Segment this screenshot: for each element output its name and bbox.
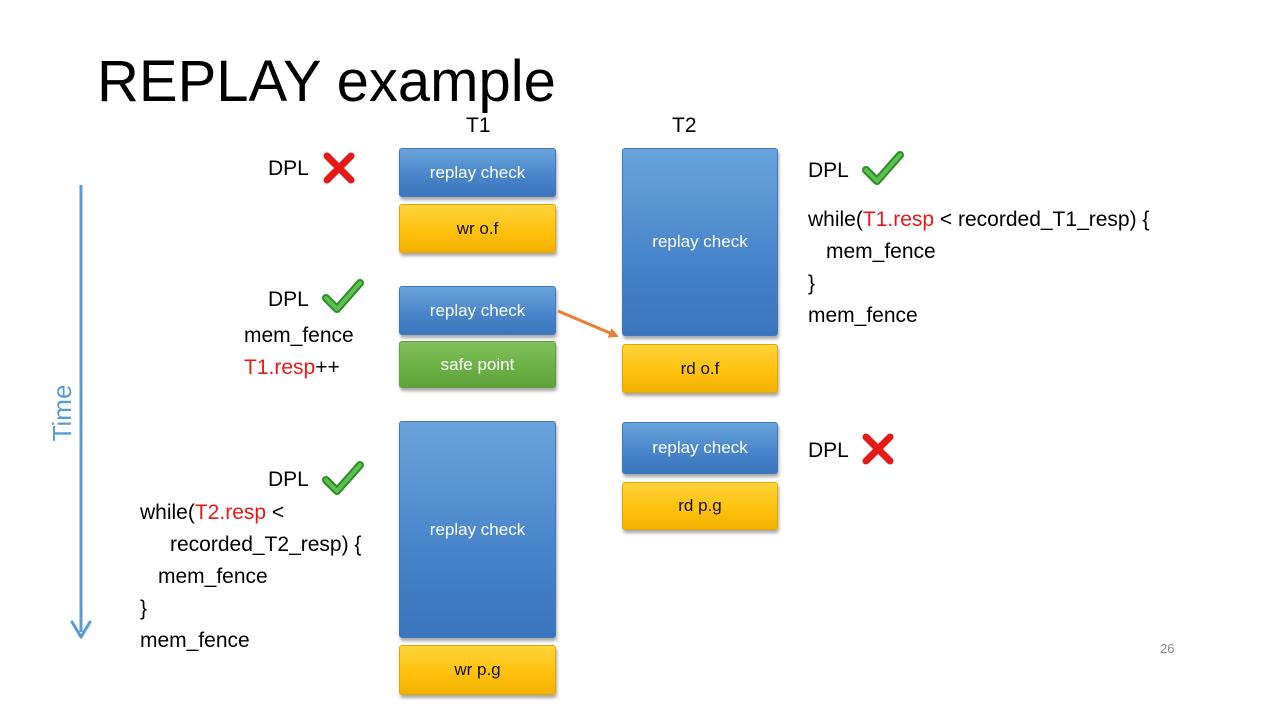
t1-safe-point-label: safe point bbox=[440, 354, 515, 374]
t1-replay-check-label: replay check bbox=[429, 162, 526, 182]
cross-icon bbox=[862, 433, 894, 465]
t1-resp-highlight: T1.resp bbox=[862, 208, 935, 231]
while-keyword: while( bbox=[808, 208, 863, 231]
t1-write-of-label: wr o.f bbox=[456, 218, 499, 238]
left-dpl-label: DPL bbox=[268, 468, 309, 491]
left-close-brace: } bbox=[140, 597, 148, 620]
left-dpl-label: DPL bbox=[268, 157, 309, 180]
page-number: 26 bbox=[1160, 641, 1175, 656]
t2-resp-highlight: T2.resp bbox=[194, 501, 267, 524]
left-dpl-label: DPL bbox=[268, 288, 309, 311]
t2-replay-check-label: replay check bbox=[652, 232, 748, 251]
t1-resp-highlight: T1.resp bbox=[244, 356, 316, 379]
left-while-line: while(T2.resp < bbox=[140, 497, 284, 529]
t1-replay-check-box: replay check bbox=[399, 148, 556, 197]
right-mem-fence-text: mem_fence bbox=[808, 304, 918, 327]
left-mem-fence-text: mem_fence bbox=[244, 324, 354, 347]
right-while-line: while(T1.resp < recorded_T1_resp) { bbox=[808, 204, 1149, 236]
right-loop-mem-fence: mem_fence bbox=[826, 240, 936, 263]
t2-read-pg-label: rd p.g bbox=[678, 496, 722, 515]
t2-replay-check-label: replay check bbox=[652, 438, 748, 457]
slide-title: REPLAY example bbox=[97, 49, 556, 114]
t1-replay-check-tall-box: replay check bbox=[399, 421, 556, 638]
cross-icon bbox=[323, 152, 355, 184]
t1-write-pg-label: wr p.g bbox=[454, 660, 501, 679]
t1-replay-check-label: replay check bbox=[429, 300, 526, 320]
t2-read-pg-box: rd p.g bbox=[622, 482, 778, 530]
t1-write-pg-box: wr p.g bbox=[399, 645, 556, 695]
left-recorded-line: recorded_T2_resp) { bbox=[170, 533, 362, 556]
t1-replay-check-box: replay check bbox=[399, 286, 556, 335]
thread-header-t1: T1 bbox=[466, 114, 491, 137]
right-close-brace: } bbox=[808, 272, 816, 295]
checkmark-icon bbox=[322, 461, 364, 495]
left-mem-fence-text: mem_fence bbox=[140, 629, 250, 652]
t2-read-of-box: rd o.f bbox=[622, 344, 778, 393]
while-keyword: while( bbox=[140, 501, 195, 524]
time-axis-label: Time bbox=[47, 384, 77, 442]
t1-replay-check-label: replay check bbox=[429, 519, 526, 539]
t1-safe-point-box: safe point bbox=[399, 341, 556, 388]
checkmark-icon bbox=[322, 279, 364, 313]
left-t1-resp-increment: T1.resp++ bbox=[244, 352, 340, 384]
t2-replay-check-box: replay check bbox=[622, 422, 778, 474]
thread-header-t2: T2 bbox=[672, 114, 697, 137]
increment-operator: ++ bbox=[315, 356, 340, 379]
t2-read-of-label: rd o.f bbox=[680, 358, 720, 378]
while-condition: < recorded_T1_resp) { bbox=[934, 208, 1150, 231]
while-comparison: < bbox=[266, 501, 285, 524]
t1-write-of-box: wr o.f bbox=[399, 204, 556, 253]
checkmark-icon bbox=[862, 151, 904, 185]
right-dpl-label: DPL bbox=[808, 159, 849, 182]
left-loop-mem-fence: mem_fence bbox=[158, 565, 268, 588]
t2-replay-check-tall-box: replay check bbox=[622, 148, 778, 336]
right-dpl-label: DPL bbox=[808, 439, 849, 462]
